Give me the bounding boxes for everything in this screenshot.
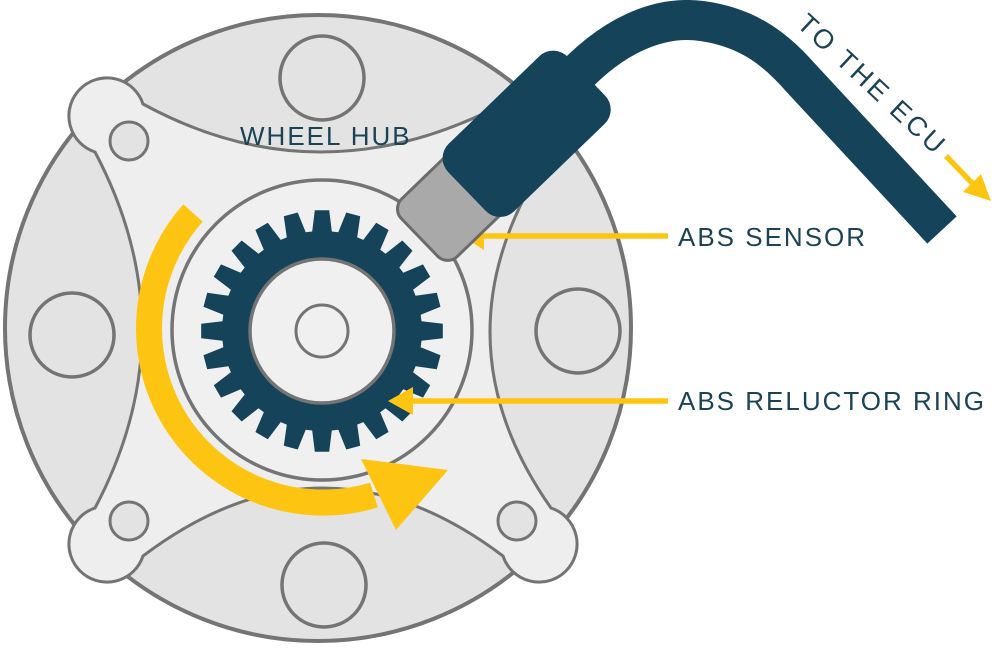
lobe-hole-se bbox=[496, 500, 538, 542]
bolt-hole-left bbox=[28, 291, 116, 379]
rotation-arrow-head-icon bbox=[361, 459, 448, 530]
ecu-arrow-line bbox=[944, 154, 974, 185]
lobe-hole-sw bbox=[108, 500, 150, 542]
abs-sensor-group bbox=[395, 50, 611, 262]
bolt-hole-bottom bbox=[280, 541, 368, 629]
abs-reluctor-ring-label: ABS RELUCTOR RING bbox=[678, 386, 987, 416]
ecu-arrow-head-icon bbox=[963, 174, 991, 201]
lobe-hole-nw bbox=[108, 120, 150, 162]
axle-center-circle bbox=[294, 303, 350, 359]
wheel-hub-label: WHEEL HUB bbox=[240, 121, 412, 151]
abs-reluctor-arrow-icon bbox=[388, 387, 413, 415]
sensor-cable bbox=[550, 0, 957, 244]
abs-sensor-label: ABS SENSOR bbox=[678, 222, 868, 252]
bolt-hole-top bbox=[278, 34, 366, 122]
rotation-arrow-arc bbox=[136, 204, 378, 516]
bolt-hole-right bbox=[534, 287, 622, 375]
abs-sensor-connector bbox=[442, 50, 611, 218]
